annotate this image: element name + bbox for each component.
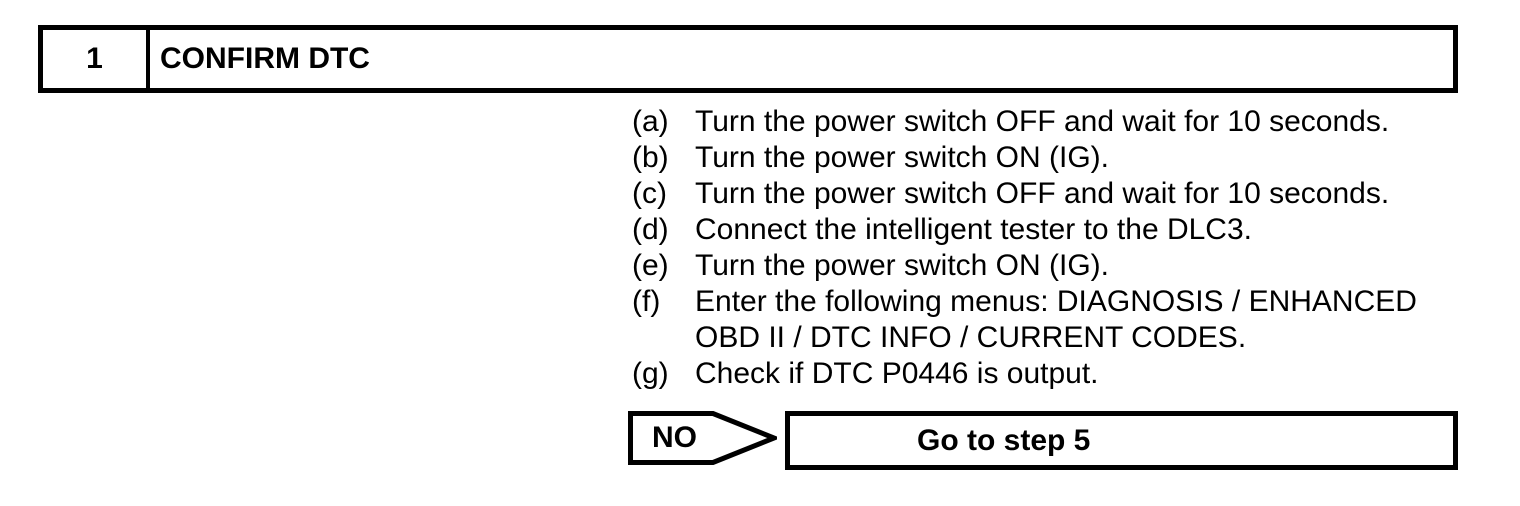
no-label: NO: [652, 421, 697, 454]
instruction-label: (a): [632, 105, 669, 138]
step-number: 1: [86, 42, 103, 75]
instruction-label: (b): [632, 141, 669, 174]
step-header: 1 CONFIRM DTC: [38, 25, 1458, 93]
decision-row: NO Go to step 5: [0, 411, 1520, 471]
instruction-row: (b) Turn the power switch ON (IG).: [632, 140, 1455, 176]
instruction-text: Turn the power switch OFF and wait for 1…: [695, 105, 1390, 138]
action-box: Go to step 5: [785, 411, 1458, 470]
instruction-row: (d) Connect the intelligent tester to th…: [632, 212, 1455, 248]
no-arrow-icon: [628, 411, 777, 465]
step-number-cell: 1: [43, 30, 150, 88]
instruction-row: (g) Check if DTC P0446 is output.: [632, 356, 1455, 392]
step-title-cell: CONFIRM DTC: [150, 30, 1453, 88]
instruction-text: Check if DTC P0446 is output.: [695, 357, 1099, 390]
instruction-row: (e) Turn the power switch ON (IG).: [632, 248, 1455, 284]
instruction-text: Turn the power switch ON (IG).: [695, 249, 1109, 282]
instruction-text: Connect the intelligent tester to the DL…: [695, 213, 1252, 246]
instruction-row: (a) Turn the power switch OFF and wait f…: [632, 104, 1455, 140]
instruction-label: (f): [632, 285, 661, 318]
action-label: Go to step 5: [917, 423, 1091, 457]
instruction-text: Enter the following menus: DIAGNOSIS / E…: [695, 285, 1417, 354]
instruction-row: (c) Turn the power switch OFF and wait f…: [632, 176, 1455, 212]
instruction-label: (e): [632, 249, 669, 282]
instruction-text: Turn the power switch OFF and wait for 1…: [695, 177, 1390, 210]
instruction-label: (g): [632, 357, 669, 390]
instruction-row: (f) Enter the following menus: DIAGNOSIS…: [632, 284, 1455, 356]
step-title: CONFIRM DTC: [160, 42, 370, 75]
instruction-list: (a) Turn the power switch OFF and wait f…: [632, 104, 1455, 392]
instruction-label: (c): [632, 177, 667, 210]
instruction-label: (d): [632, 213, 669, 246]
instruction-text: Turn the power switch ON (IG).: [695, 141, 1109, 174]
no-connector: NO: [628, 411, 777, 465]
